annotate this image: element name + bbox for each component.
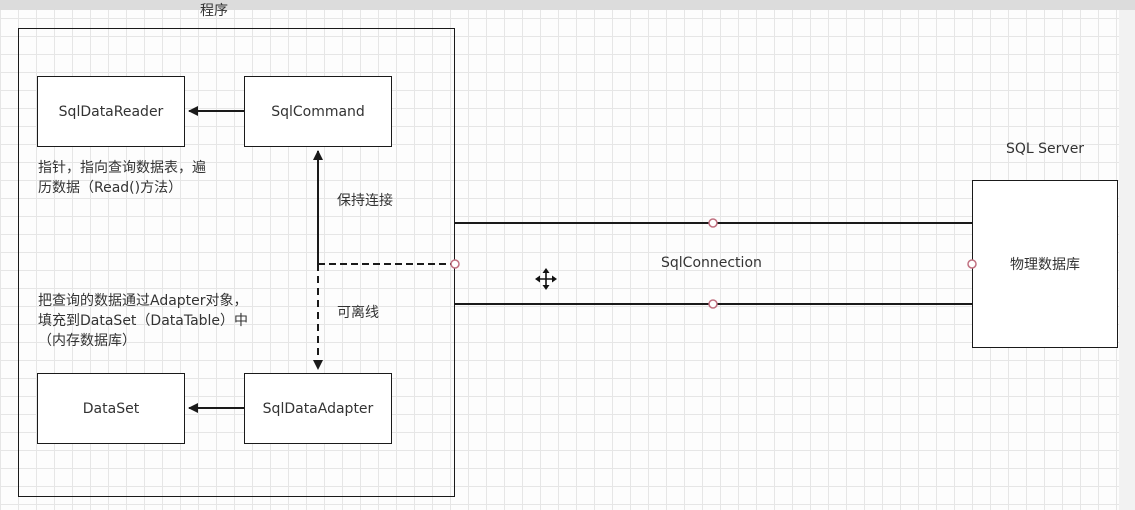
keep-connected-label: 保持连接 bbox=[337, 193, 393, 209]
sql-connection-label: SqlConnection bbox=[661, 255, 762, 271]
reader-note-line: 历数据（Read()方法） bbox=[38, 180, 183, 196]
physical-database-node[interactable]: 物理数据库 bbox=[972, 180, 1118, 348]
adapter-note-line: 把查询的数据通过Adapter对象， bbox=[38, 293, 248, 309]
sql-server-title: SQL Server bbox=[1006, 141, 1085, 157]
sql-command-node[interactable]: SqlCommand bbox=[244, 76, 392, 147]
program-title: 程序 bbox=[200, 3, 228, 19]
top-toolbar-strip bbox=[0, 0, 1135, 10]
sql-data-adapter-node[interactable]: SqlDataAdapter bbox=[244, 373, 392, 444]
right-connection-handle[interactable] bbox=[967, 259, 977, 269]
bottom-line-handle[interactable] bbox=[708, 299, 718, 309]
offline-label: 可离线 bbox=[337, 305, 379, 321]
data-set-node[interactable]: DataSet bbox=[37, 373, 185, 444]
adapter-note-line: （内存数据库） bbox=[38, 333, 136, 349]
reader-note: 指针，指向查询数据表，遍 历数据（Read()方法） bbox=[38, 158, 206, 198]
top-line-handle[interactable] bbox=[708, 218, 718, 228]
move-cursor-icon bbox=[535, 268, 557, 290]
reader-note-line: 指针，指向查询数据表，遍 bbox=[38, 160, 206, 176]
adapter-note-line: 填充到DataSet（DataTable）中 bbox=[38, 313, 249, 329]
left-connection-handle[interactable] bbox=[450, 259, 460, 269]
sql-data-reader-node[interactable]: SqlDataReader bbox=[37, 76, 185, 147]
right-scrollbar-area[interactable] bbox=[1119, 10, 1135, 510]
adapter-note: 把查询的数据通过Adapter对象， 填充到DataSet（DataTable）… bbox=[38, 291, 248, 351]
